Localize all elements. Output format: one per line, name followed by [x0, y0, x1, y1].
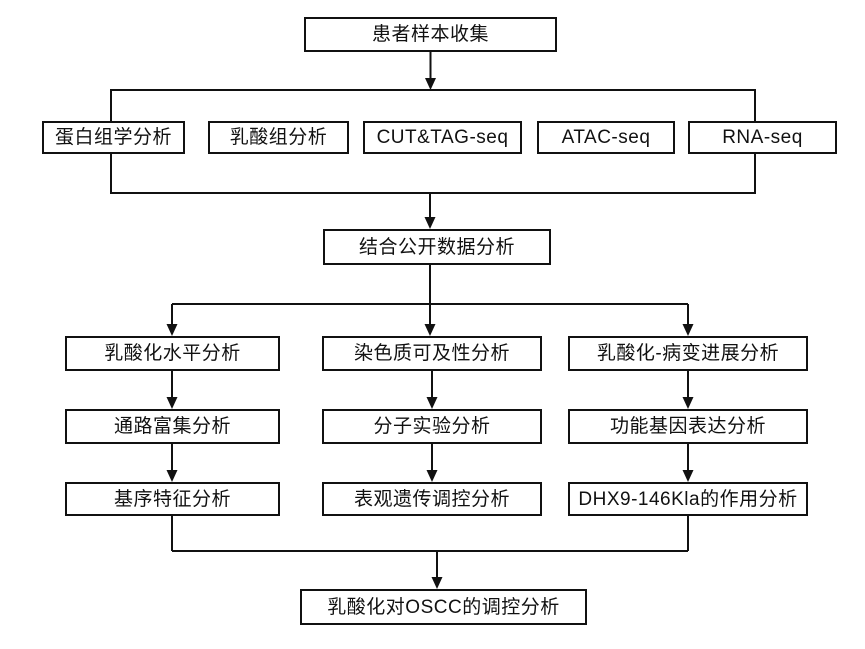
node-functional-gene-expression-analysis: 功能基因表达分析	[568, 409, 808, 444]
collector-to-final	[171, 516, 689, 589]
arrow-collect-to-omics	[425, 52, 436, 90]
arrows-row5-to-row6	[166, 444, 694, 482]
node-rna-seq: RNA-seq	[688, 121, 837, 154]
node-lactylation-level-analysis: 乳酸化水平分析	[65, 336, 280, 371]
node-lactylation-lesion-progression-analysis: 乳酸化-病变进展分析	[568, 336, 808, 371]
node-chromatin-accessibility-analysis: 染色质可及性分析	[322, 336, 542, 371]
node-public-data-integration: 结合公开数据分析	[323, 229, 551, 265]
node-lactylome-analysis: 乳酸组分析	[208, 121, 349, 154]
node-motif-feature-analysis: 基序特征分析	[65, 482, 280, 516]
node-cut-tag-seq: CUT&TAG-seq	[363, 121, 522, 154]
node-atac-seq: ATAC-seq	[537, 121, 675, 154]
node-patient-sample-collection: 患者样本收集	[304, 17, 557, 52]
arrows-row4-to-row5	[166, 371, 694, 409]
branch-merge-to-columns	[166, 265, 694, 336]
node-dhx9-146kla-role-analysis: DHX9-146Kla的作用分析	[568, 482, 808, 516]
node-proteomics-analysis: 蛋白组学分析	[42, 121, 185, 154]
node-pathway-enrichment-analysis: 通路富集分析	[65, 409, 280, 444]
node-lactylation-oscc-regulation-analysis: 乳酸化对OSCC的调控分析	[300, 589, 587, 625]
node-molecular-experiment-analysis: 分子实验分析	[322, 409, 542, 444]
arrow-omics-to-merge	[424, 193, 436, 229]
node-epigenetic-regulation-analysis: 表观遗传调控分析	[322, 482, 542, 516]
